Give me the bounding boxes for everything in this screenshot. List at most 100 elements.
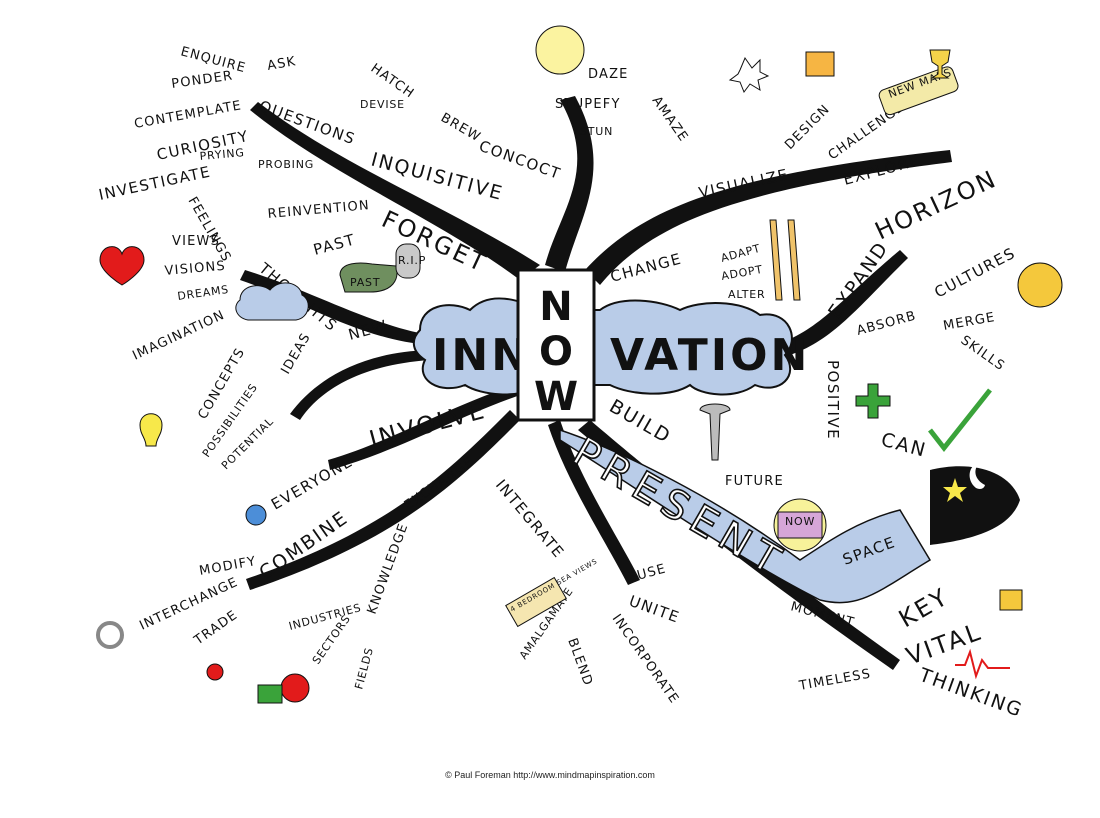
footer-credit: © Paul Foreman http://www.mindmapinspira… <box>445 770 655 780</box>
label-imagination: IMAGINATION <box>130 308 227 364</box>
label-incorporate: INCORPORATE <box>609 612 682 707</box>
label-concoct: CONCOCT <box>477 137 564 183</box>
branch-horizon <box>775 250 908 358</box>
label-exchange: EXCHANGE <box>402 454 477 513</box>
lock-icon <box>999 589 1023 611</box>
future-tower-icon <box>699 403 731 461</box>
group-amaze: AMAZE DAZE STUPEFY STUN <box>535 25 770 145</box>
label-timeless: TIMELESS <box>797 667 872 695</box>
new-maps-scroll <box>878 66 959 116</box>
label-cultures: CULTURES <box>931 244 1018 302</box>
house-sign-icon <box>505 576 567 628</box>
present-cloud <box>559 428 932 604</box>
group-key: KEY VITAL TIMELESS THINKING <box>797 582 1026 721</box>
label-future: FUTURE <box>725 474 784 489</box>
tombstone-icon <box>395 243 421 279</box>
label-build: BUILD <box>606 395 676 448</box>
center-word-right: VATION <box>610 330 810 381</box>
now-sign-text: NOW <box>785 515 815 528</box>
label-everyone: EVERYONE <box>268 452 356 513</box>
plus-icon <box>855 383 891 419</box>
label-prying: PRYING <box>199 146 245 163</box>
ring-chain-icon <box>96 621 124 649</box>
label-thinking: THINKING <box>915 664 1026 722</box>
label-unite: UNITE <box>627 592 683 627</box>
now-present-box <box>777 511 823 539</box>
label-reinvention: REINVENTION <box>267 198 370 222</box>
label-integrate: INTEGRATE <box>492 476 568 562</box>
flower-icon <box>728 56 770 94</box>
label-stun: STUN <box>580 125 613 138</box>
label-trade: TRADE <box>191 608 241 649</box>
branch-exchange <box>246 410 520 590</box>
label-fuse: FUSE <box>627 561 668 585</box>
now-letter-3: W <box>534 374 578 420</box>
label-brew: BREW <box>438 110 483 145</box>
pie-chart-icon <box>280 673 310 703</box>
label-visions: VISIONS <box>164 259 227 279</box>
label-absorb: ABSORB <box>855 309 918 339</box>
label-modify: MODIFY <box>198 554 258 579</box>
label-industries: INDUSTRIES <box>287 601 362 633</box>
label-contemplate: CONTEMPLATE <box>133 98 243 132</box>
label-blend: BLEND <box>564 636 595 688</box>
branch-involve <box>328 385 520 470</box>
label-positive: POSITIVE <box>824 360 842 440</box>
branch-inquisitive <box>250 102 540 280</box>
now-box <box>516 268 596 422</box>
ladder-icon <box>769 219 801 301</box>
label-ideas: IDEAS <box>278 330 314 377</box>
label-explore: EXPLORE <box>841 151 922 189</box>
label-design: DESIGN <box>782 102 833 153</box>
venn-icon <box>206 663 224 681</box>
label-feelings: FEELINGS <box>185 195 234 265</box>
branch-concoct <box>545 96 594 272</box>
star-icon <box>943 478 967 502</box>
branch-integrate <box>548 420 640 585</box>
label-alter: ALTER <box>728 288 765 301</box>
group-horizon: EXPAND HORIZON ABSORB CULTURES MERGE SKI… <box>824 164 1063 462</box>
branch-explore <box>585 150 952 285</box>
thought-cloud-icon <box>235 282 309 321</box>
label-skills: SKILLS <box>958 333 1008 374</box>
group-forget: FORGET PAST PAST R.I.P <box>311 205 492 293</box>
bar-chart-icon <box>257 684 283 704</box>
group-involve: INVOLVE EVERYONE <box>245 396 489 526</box>
now-letter-2: O <box>539 329 573 375</box>
label-dreams: DREAMS <box>177 283 230 303</box>
label-stupefy: STUPEFY <box>555 97 621 112</box>
lightbulb-icon <box>139 413 163 447</box>
trophy-icon <box>929 49 951 79</box>
label-ask: ASK <box>266 54 297 74</box>
tombstone-text: R.I.P <box>398 254 426 267</box>
branch-ideas <box>290 350 430 420</box>
label-adopt: ADOPT <box>720 263 764 283</box>
past-stone-text: PAST <box>350 276 380 289</box>
label-key: KEY <box>894 582 954 633</box>
label-amaze: AMAZE <box>649 94 691 145</box>
label-past: PAST <box>311 230 357 259</box>
globe-icon <box>1017 262 1063 308</box>
now-letter-1: N <box>539 284 572 330</box>
label-merge: MERGE <box>942 310 997 334</box>
center-word-left: INN <box>432 330 531 381</box>
group-ideas: IDEAS CONCEPTS POSSIBILITIES POTENTIAL <box>139 330 314 472</box>
label-adapt: ADAPT <box>719 242 762 265</box>
earth-icon <box>245 504 267 526</box>
label-views: VIEWS <box>172 234 220 249</box>
heartbeat-icon <box>955 648 1010 680</box>
label-probing: PROBING <box>258 158 314 171</box>
label-can: CAN <box>879 429 930 462</box>
label-fields: FIELDS <box>352 646 376 691</box>
tick-icon <box>928 388 992 453</box>
label-devise: DEVISE <box>360 98 405 111</box>
label-ponder: PONDER <box>170 68 234 92</box>
label-involve: INVOLVE <box>366 396 489 454</box>
moon-icon <box>969 462 985 489</box>
design-sign-icon <box>805 51 835 77</box>
label-hatch: HATCH <box>368 61 417 102</box>
heart-icon <box>99 246 145 286</box>
sun-icon <box>535 25 585 75</box>
label-daze: DAZE <box>588 67 629 82</box>
